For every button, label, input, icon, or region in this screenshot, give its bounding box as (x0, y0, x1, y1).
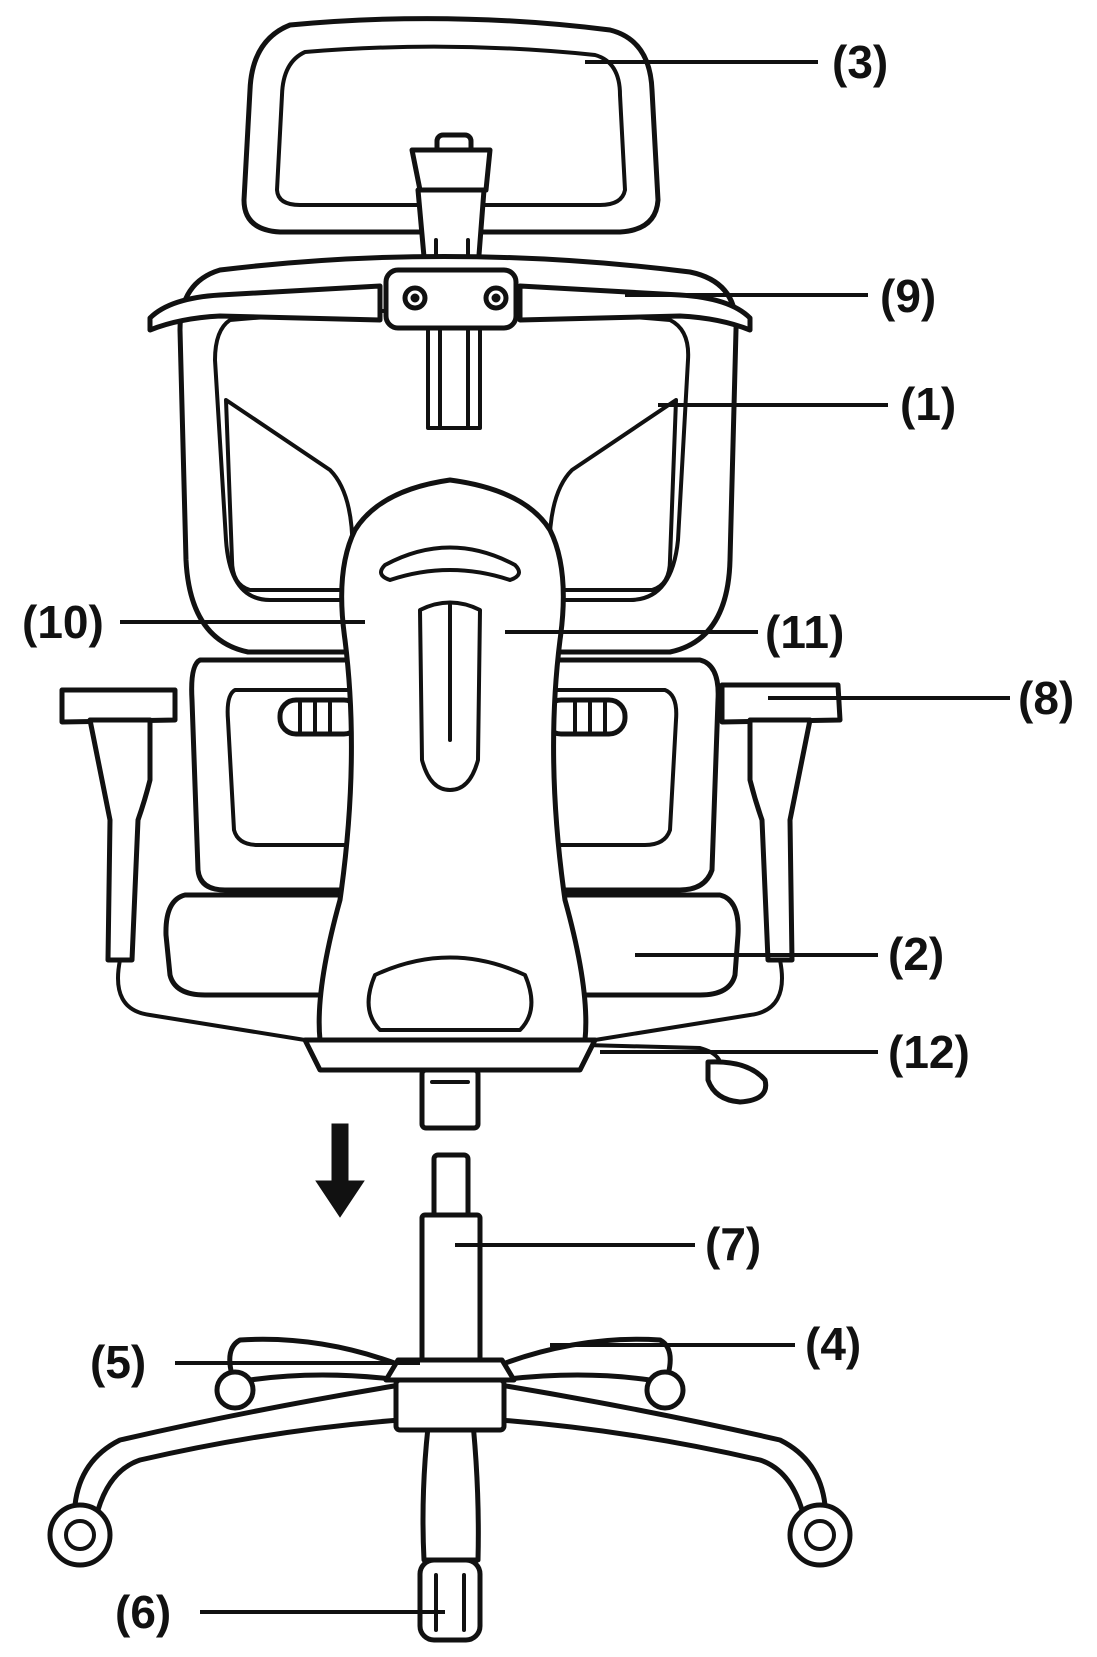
label-base: (4) (805, 1318, 861, 1370)
label-base-center: (5) (90, 1336, 146, 1388)
label-seat: (2) (888, 928, 944, 980)
height-lever (583, 1043, 769, 1105)
back-frame (316, 477, 589, 1043)
label-gas-lift: (7) (705, 1218, 761, 1270)
label-back-support-bar: (11) (765, 606, 844, 658)
seat-mechanism (302, 1037, 598, 1131)
label-caster: (6) (115, 1586, 171, 1638)
caster-front (417, 1557, 483, 1643)
headrest (241, 16, 661, 235)
armrest-right (719, 682, 843, 963)
down-arrow-icon (315, 1123, 365, 1218)
label-backrest: (1) (900, 378, 956, 430)
leader-lines (120, 60, 1010, 1614)
headrest-post (409, 132, 493, 271)
caster-left (47, 1502, 113, 1568)
base (72, 1336, 828, 1563)
label-height-lever: (12) (888, 1026, 970, 1078)
label-headrest-bracket: (9) (880, 270, 936, 322)
label-armrest: (8) (1018, 672, 1074, 724)
label-back-frame: (10) (22, 596, 104, 648)
gas-lift (419, 1152, 483, 1378)
caster-right (787, 1502, 853, 1568)
armrest-left (59, 687, 178, 963)
label-headrest: (3) (832, 36, 888, 88)
